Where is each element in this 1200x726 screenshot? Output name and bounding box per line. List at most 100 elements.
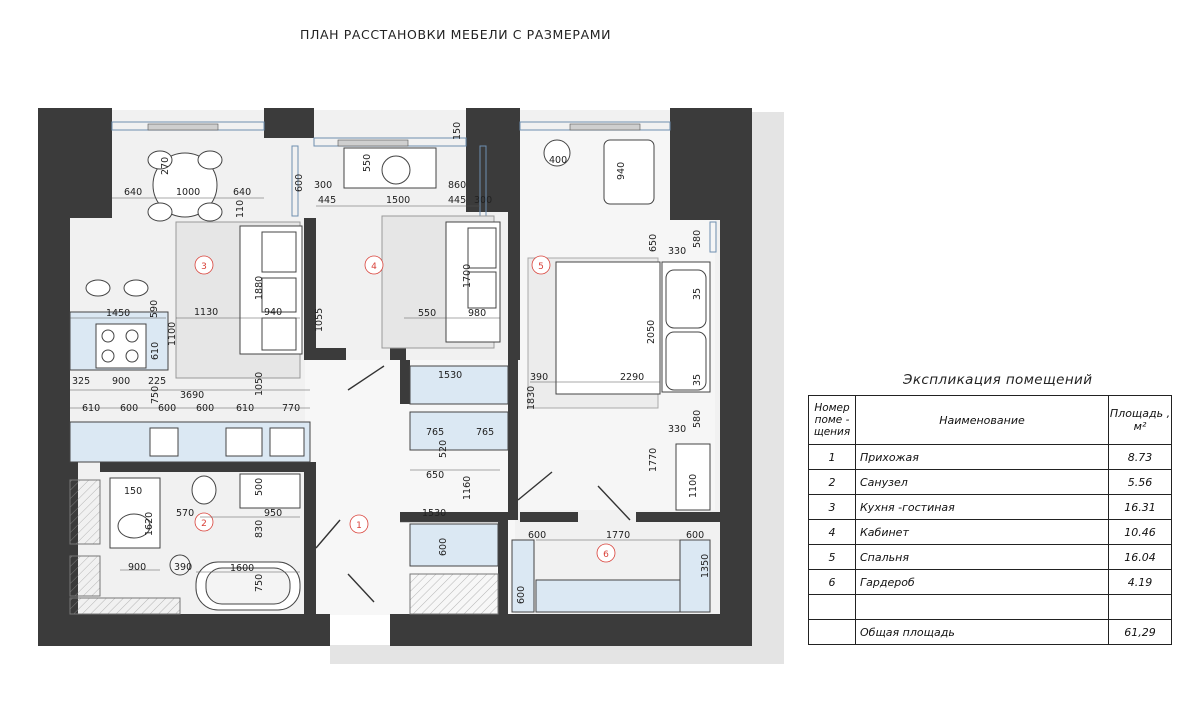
legend-row-number: 3 [808,494,856,520]
dim-label: 2050 [646,320,657,344]
dim-label: 500 [254,478,265,496]
dim-label: 1530 [438,370,462,381]
legend-row-number: 1 [808,444,856,470]
dim-label: 600 [686,530,704,541]
dim-label: 1130 [194,307,218,318]
exterior-walls [38,108,752,646]
bathroom-fixtures [109,473,301,611]
dim-label: 520 [438,440,449,458]
legend-row-name: Кухня -гостиная [855,494,1109,520]
dim-label: 1700 [462,264,473,288]
dim-label: 2290 [620,372,644,383]
radiators [147,123,641,147]
legend-row-number: 4 [808,519,856,545]
dim-label: 1770 [648,448,659,472]
dim-label: 550 [362,154,373,172]
legend-header-name: Наименование [855,395,1109,445]
dim-label: 640 [233,187,251,198]
dim-label: 950 [264,508,282,519]
wardrobes [409,365,711,613]
room-2-label: 2 [201,519,207,529]
legend-row-area: 10.46 [1108,519,1172,545]
dim-label: 600 [196,403,214,414]
dim-label: 1160 [462,476,473,500]
dim-label: 1500 [386,195,410,206]
kitchen-furniture [69,279,311,463]
living-sofa [239,225,303,355]
legend-row-area: 8.73 [1108,444,1172,470]
dim-label: 3690 [180,390,204,401]
room-1-label: 1 [356,521,362,531]
dim-label: 765 [476,427,494,438]
room-4-label: 4 [371,262,377,272]
study-furniture [343,147,501,343]
dim-label: 600 [516,586,527,604]
legend-row-name [855,594,1109,620]
legend-row-name: Кабинет [855,519,1109,545]
hatched-areas [69,479,499,615]
dimension-labels: 270 640 1000 640 110 1450 590 1100 610 3… [72,122,711,604]
dim-label: 570 [176,508,194,519]
dim-label: 980 [468,308,486,319]
dim-label: 1100 [688,474,699,498]
dim-label: 1050 [254,372,265,396]
dim-label: 35 [692,288,703,300]
dim-label: 110 [235,200,246,218]
legend-total-number [808,619,856,645]
dim-label: 445 [318,195,336,206]
floor-plan: 1 2 3 4 5 6 270 640 1000 640 110 1450 59… [38,108,784,664]
doors [315,365,631,603]
dim-label: 900 [112,376,130,387]
dim-label: 610 [236,403,254,414]
legend-row-area: 4.19 [1108,569,1172,595]
legend-total-area: 61,29 [1108,619,1172,645]
dim-label: 580 [692,230,703,248]
dim-label: 330 [668,424,686,435]
rooms-legend-table: Номер поме - щения Наименование Площадь … [808,395,1172,645]
legend-row-area [1108,594,1172,620]
dim-label: 1055 [314,308,325,332]
room-markers [194,255,616,563]
legend-row-name: Гардероб [855,569,1109,595]
dim-label: 300 [314,180,332,191]
legend-title: Экспликация помещений [903,372,1093,388]
dim-label: 940 [264,307,282,318]
dim-label: 390 [530,372,548,383]
room-3-label: 3 [201,262,207,272]
dimension-lines [70,197,710,573]
dim-label: 860 [448,180,466,191]
dim-label: 390 [174,562,192,573]
room-labels: 1 2 3 4 5 6 [201,262,609,560]
room-5-label: 5 [538,262,544,272]
dim-label: 600 [294,174,305,192]
dim-label: 1530 [422,508,446,519]
dim-label: 445 [448,195,466,206]
dim-label: 750 [150,386,161,404]
dim-label: 1000 [176,187,200,198]
dim-label: 600 [528,530,546,541]
dim-label: 830 [254,520,265,538]
legend-row-number [808,594,856,620]
legend-row-number: 2 [808,469,856,495]
dim-label: 1880 [254,276,265,300]
dim-label: 35 [692,374,703,386]
dim-label: 270 [160,157,171,175]
legend-header-number: Номер поме - щения [808,395,856,445]
dim-label: 225 [148,376,166,387]
dim-label: 650 [426,470,444,481]
dim-label: 940 [616,162,627,180]
dim-label: 150 [452,122,463,140]
dim-label: 765 [426,427,444,438]
dim-label: 1830 [526,386,537,410]
dim-label: 1770 [606,530,630,541]
legend-row-area: 16.04 [1108,544,1172,570]
legend-row-name: Прихожая [855,444,1109,470]
dim-label: 1620 [144,512,155,536]
dim-label: 400 [549,155,567,166]
dim-label: 1100 [167,322,178,346]
dim-label: 600 [438,538,449,556]
dim-label: 1450 [106,308,130,319]
dim-label: 550 [418,308,436,319]
dim-label: 770 [282,403,300,414]
room-6-label: 6 [603,550,609,560]
